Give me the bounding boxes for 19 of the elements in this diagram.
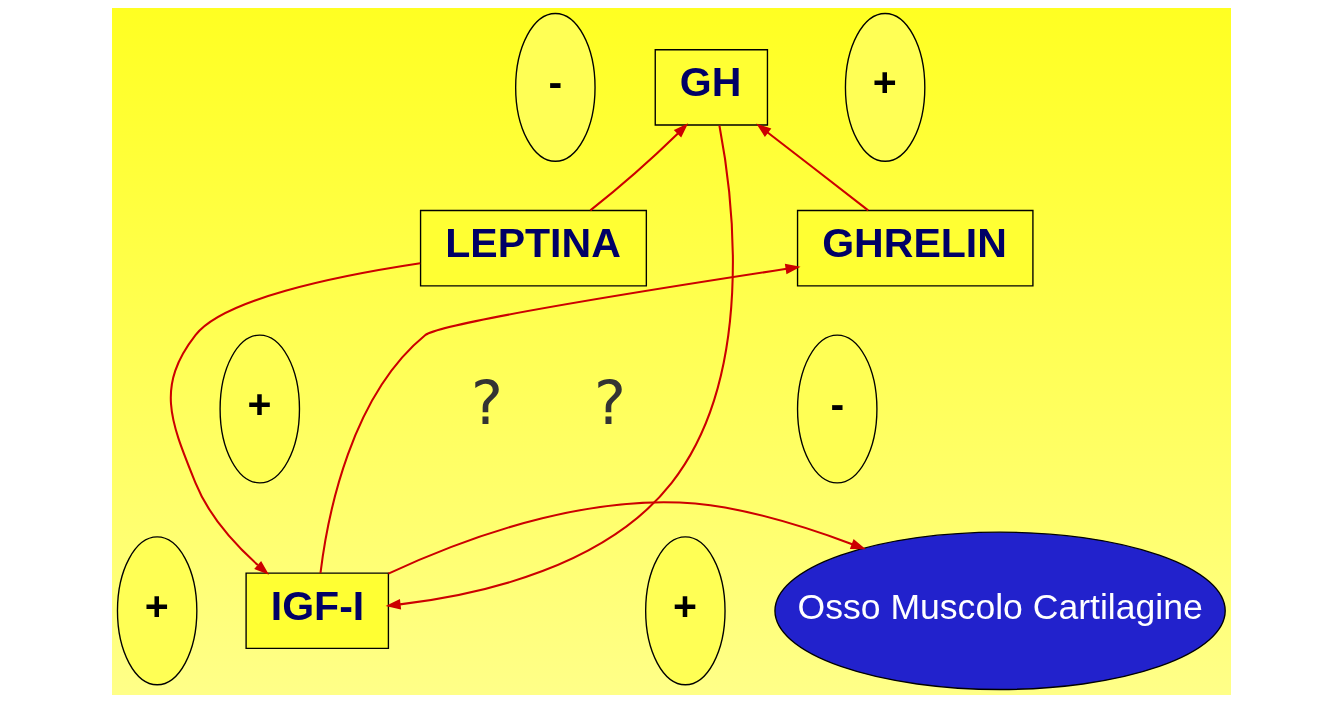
arrow — [169, 262, 420, 575]
node-box: GHRELIN — [796, 209, 1034, 287]
node-ellipse: Osso Muscolo Cartilagine — [773, 531, 1226, 691]
node-ellipse: + — [116, 536, 198, 686]
node-box: GH — [654, 49, 768, 126]
node-box: LEPTINA — [419, 209, 647, 287]
arrow — [385, 125, 734, 610]
arrow — [387, 501, 866, 575]
node-ellipse: + — [844, 12, 925, 162]
label: ? — [593, 368, 626, 439]
node-ellipse: + — [644, 536, 726, 686]
arrow — [589, 123, 688, 212]
label: ? — [470, 368, 503, 439]
node-ellipse: + — [218, 334, 300, 484]
node-box: IGF-I — [244, 572, 389, 650]
node-ellipse: - — [796, 334, 878, 484]
arrow — [755, 123, 869, 212]
arrow — [318, 263, 801, 574]
node-ellipse: - — [514, 12, 596, 162]
